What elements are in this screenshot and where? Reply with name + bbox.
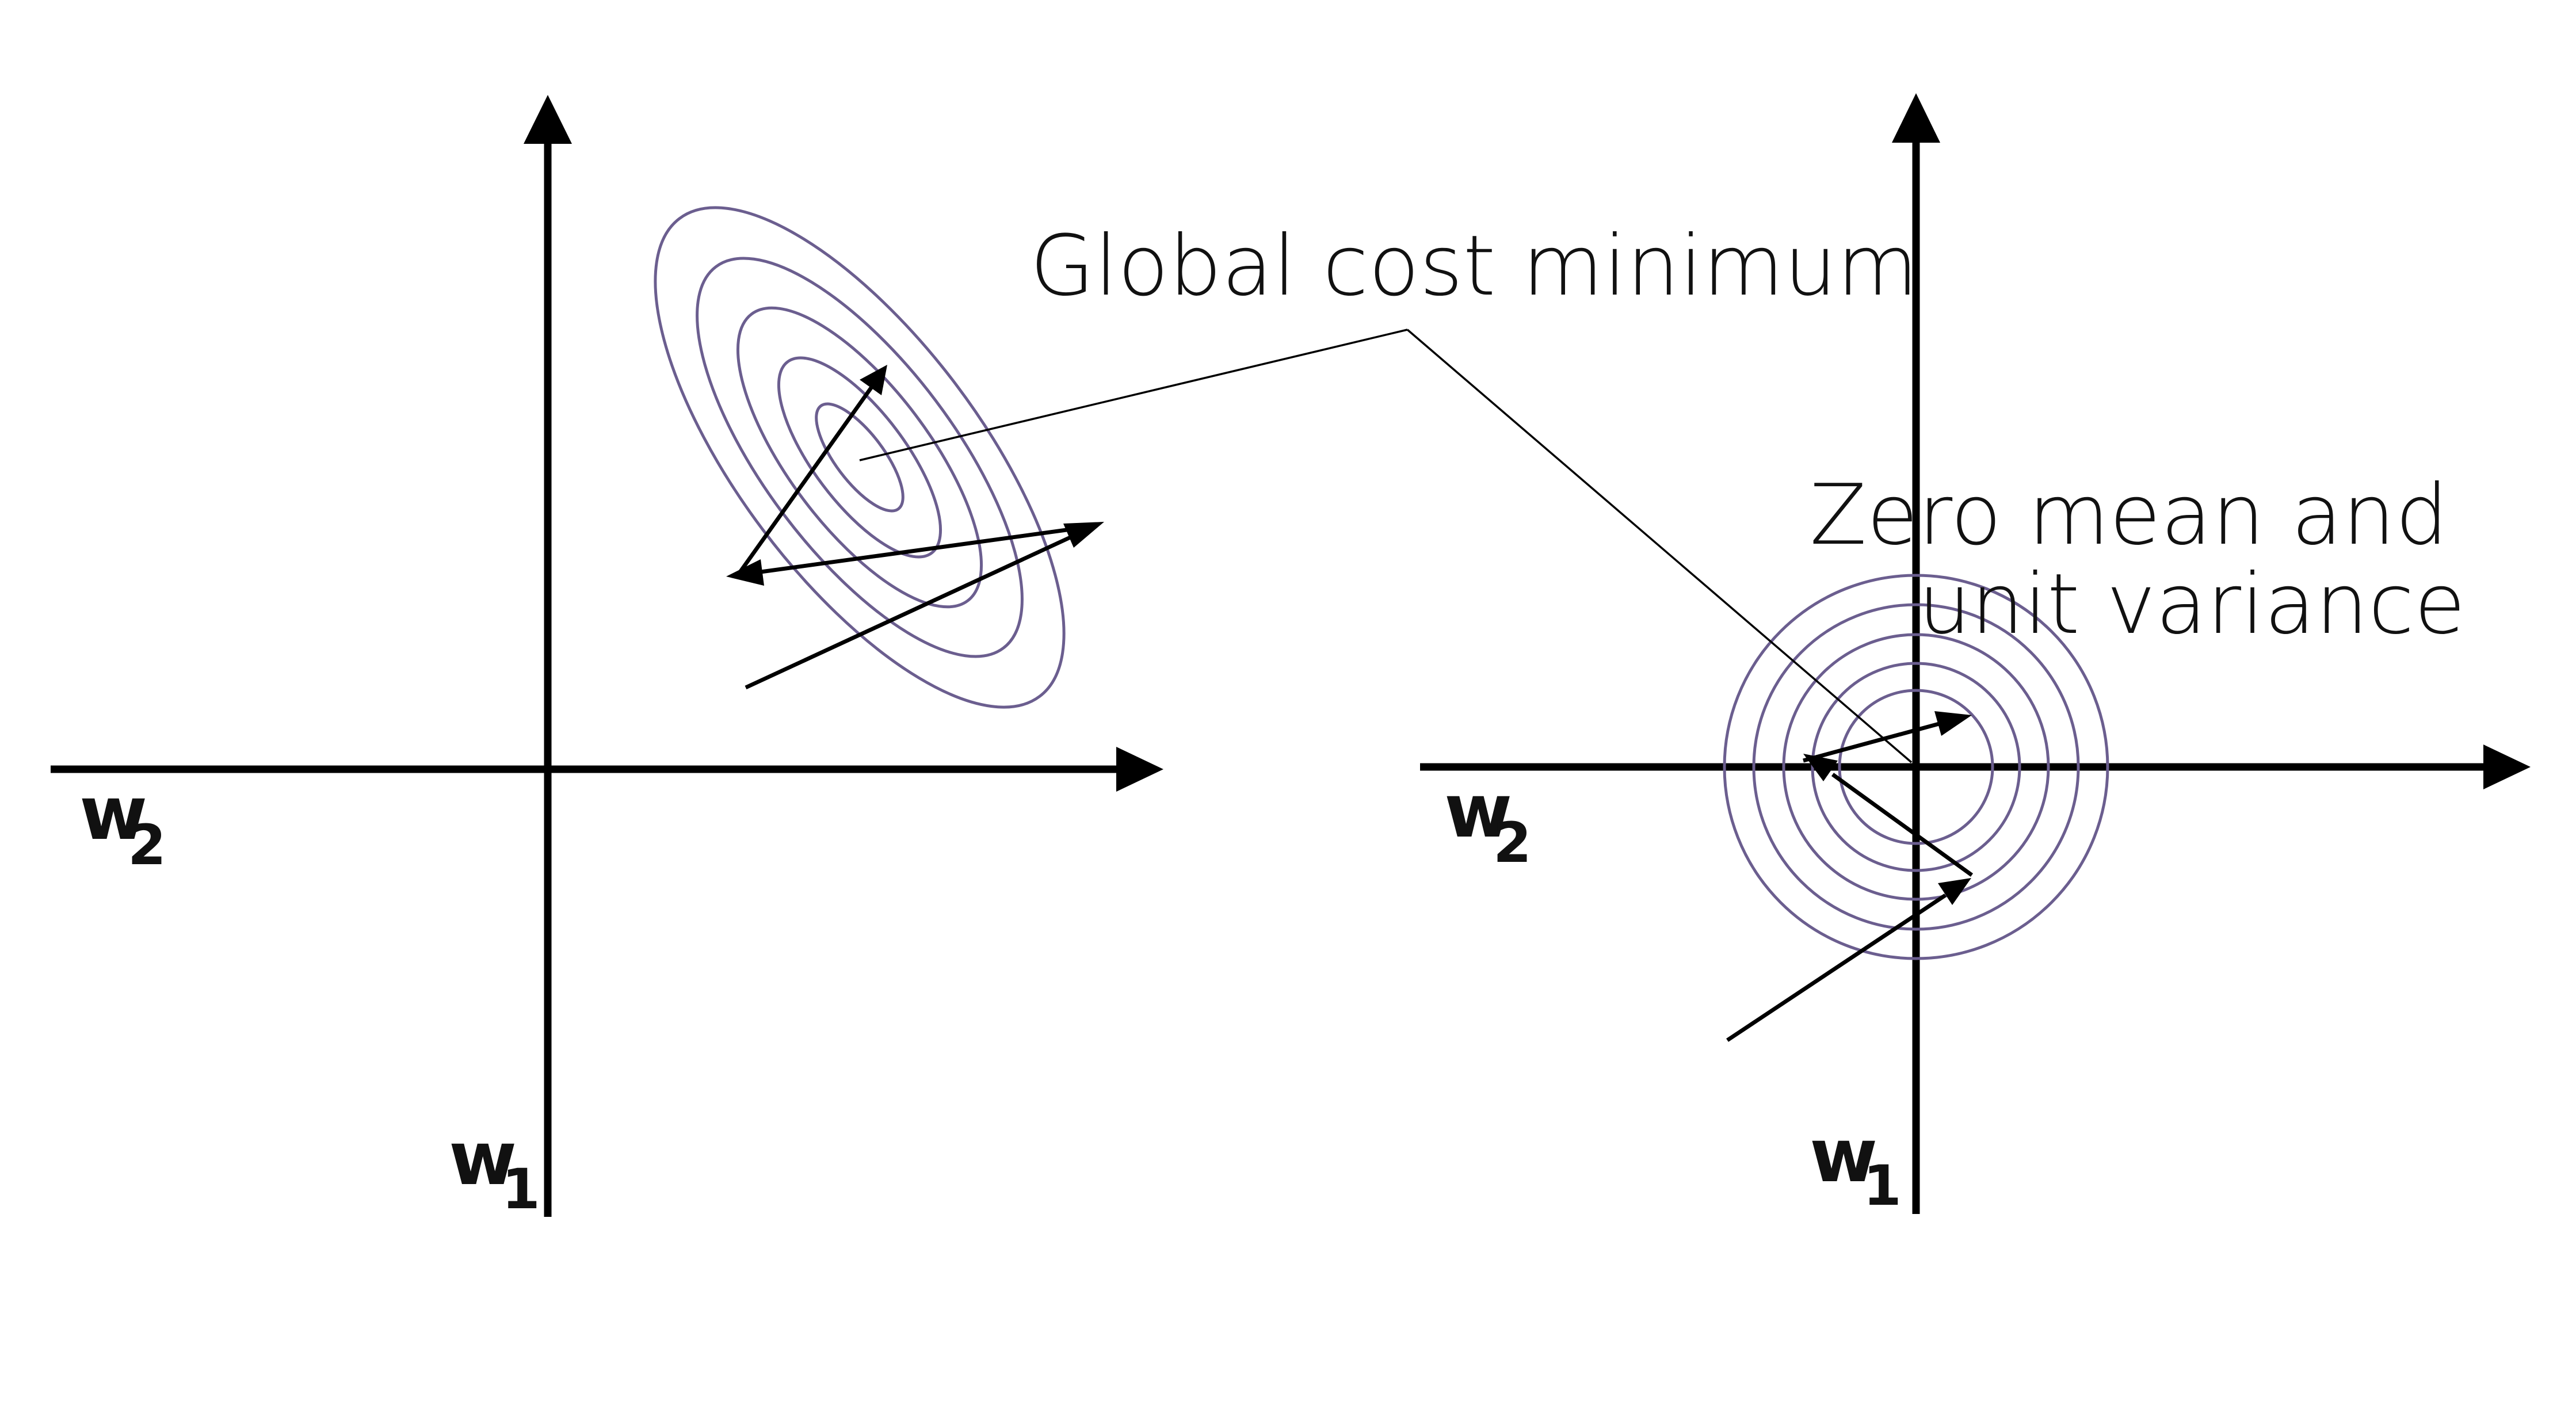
- left-x-axis-label: w 2: [79, 771, 166, 877]
- left-y-axis-label-main: w: [449, 1116, 517, 1202]
- right-x-axis-arrowhead: [2483, 745, 2531, 789]
- right-panel: w 2 w 1: [1420, 93, 2531, 1218]
- left-step-3: [736, 386, 873, 577]
- left-y-axis-arrowhead: [524, 95, 572, 144]
- right-contour-ring-1: [1723, 574, 2109, 960]
- left-step-2-arrowhead: [726, 559, 764, 586]
- left-contours: [654, 206, 1066, 709]
- right-contour-ring-4: [1811, 662, 2021, 872]
- right-descent-path: [1726, 711, 1974, 1042]
- right-y-axis-label: w 1: [1810, 1113, 1902, 1218]
- left-panel: w 2 w 1: [51, 95, 1163, 1221]
- left-descent-path: [726, 365, 1104, 690]
- left-y-axis-label: w 1: [449, 1116, 540, 1221]
- right-step-2: [1831, 773, 1974, 877]
- zero-mean-line-2: unit variance: [1918, 556, 2466, 653]
- left-step-1: [745, 535, 1071, 690]
- global-minimum-leader: [859, 329, 1913, 763]
- zero-mean-unit-variance-label: Zero mean and unit variance: [1810, 467, 2466, 653]
- left-y-axis-label-sub: 1: [502, 1157, 540, 1221]
- left-contour-ring-2: [696, 257, 1024, 658]
- left-x-axis-label-main: w: [79, 771, 147, 857]
- leader-to-left-minimum: [859, 329, 1408, 461]
- right-contour-ring-3: [1782, 633, 2050, 901]
- left-step-2: [756, 525, 1088, 575]
- left-x-axis-arrowhead: [1116, 747, 1163, 792]
- right-x-axis-label-sub: 2: [1493, 811, 1532, 875]
- left-x-axis-label-sub: 2: [128, 813, 166, 877]
- right-step-1-arrowhead: [1938, 878, 1971, 905]
- right-step-1: [1726, 894, 1947, 1042]
- right-step-2-arrowhead: [1803, 754, 1838, 781]
- left-step-3-arrowhead: [860, 365, 887, 395]
- right-y-axis-label-sub: 1: [1863, 1154, 1902, 1218]
- right-x-axis-label: w 2: [1444, 769, 1532, 875]
- right-contour-ring-2: [1752, 603, 2080, 931]
- right-y-axis-label-main: w: [1810, 1113, 1877, 1199]
- right-x-axis-label-main: w: [1444, 769, 1512, 854]
- left-contour-ring-4: [777, 356, 942, 559]
- zero-mean-line-1: Zero mean and: [1810, 467, 2448, 564]
- right-y-axis-arrowhead: [1892, 93, 1940, 143]
- leader-to-right-minimum: [1406, 329, 1913, 763]
- right-step-3-arrowhead: [1934, 711, 1972, 736]
- left-contour-ring-5: [815, 402, 905, 513]
- left-contour-ring-3: [736, 306, 983, 609]
- right-step-3: [1803, 721, 1940, 763]
- global-cost-minimum-label: Global cost minimum: [1030, 217, 1918, 315]
- right-contour-ring-5: [1838, 689, 1994, 845]
- right-contours: [1723, 574, 2109, 960]
- left-contour-ring-1: [654, 206, 1066, 709]
